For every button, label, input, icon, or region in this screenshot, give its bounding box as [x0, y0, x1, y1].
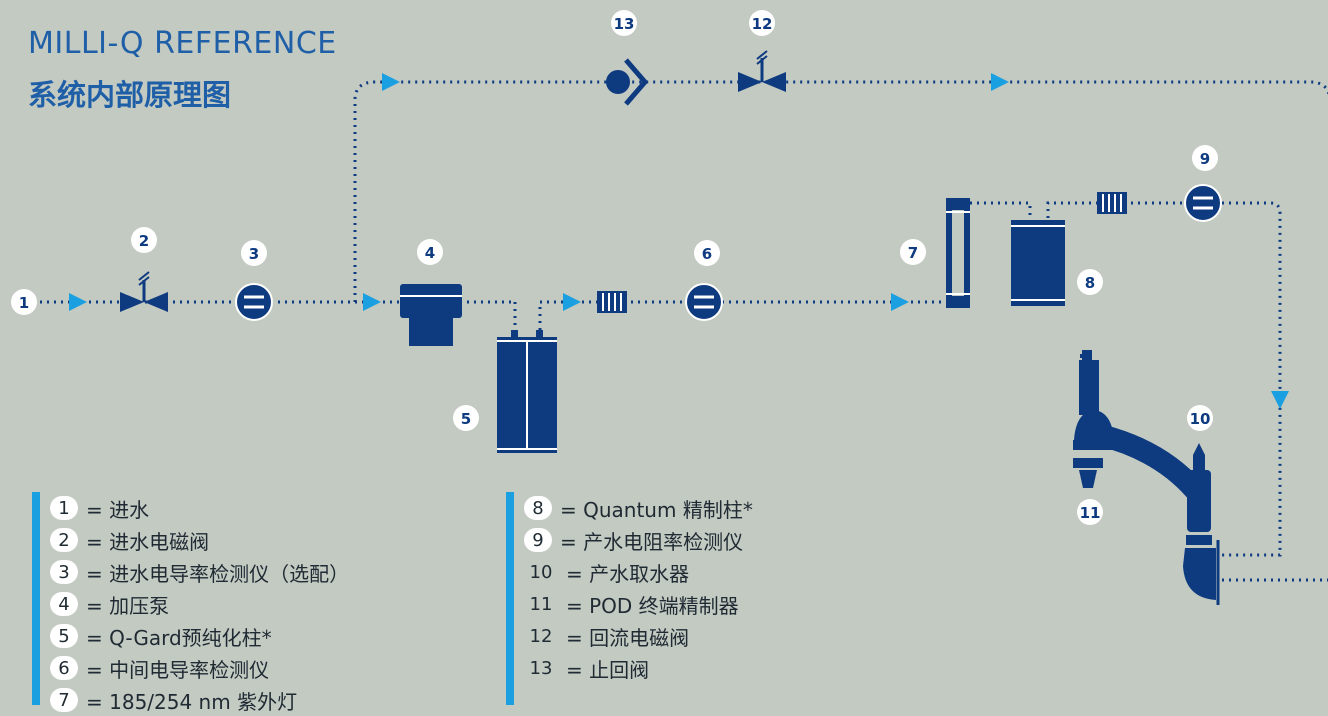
legend-left: 1 = 进水 2 = 进水电磁阀 3 = 进水电导率检测仪（选配） 4 = 加压泵 5 =… — [32, 492, 349, 714]
svg-text:3: 3 — [249, 245, 259, 263]
filter-element — [597, 291, 627, 313]
badge-5: 5 — [453, 405, 479, 431]
uv-lamp — [946, 198, 970, 308]
svg-text:8: 8 — [1085, 274, 1095, 292]
badge-7: 7 — [900, 239, 926, 265]
legend-item: 7 = 185/254 nm 紫外灯 — [50, 684, 349, 716]
legend-number: 11 — [529, 593, 553, 615]
booster-pump — [400, 284, 462, 346]
legend-text: = 产水电阻率检测仪 — [560, 529, 744, 554]
legend-text: = 产水取水器 — [566, 561, 690, 586]
q-gard-cartridge — [497, 330, 557, 453]
legend-number: 6 — [50, 656, 78, 680]
inlet-solenoid-valve — [120, 271, 168, 312]
svg-text:12: 12 — [752, 15, 773, 33]
pod-polisher — [1073, 350, 1115, 488]
legend-number: 9 — [524, 528, 552, 552]
legend-item: 13 = 止回阀 — [524, 652, 753, 684]
quantum-cartridge — [1011, 220, 1065, 306]
intermediate-conductivity-meter — [685, 283, 723, 321]
legend-text: = 中间电导率检测仪 — [86, 657, 270, 682]
legend-item: 5 = Q-Gard预纯化柱* — [50, 620, 349, 652]
badge-10: 10 — [1187, 405, 1213, 431]
legend-item: 9 = 产水电阻率检测仪 — [524, 524, 753, 556]
badge-1: 1 — [11, 289, 37, 315]
svg-text:5: 5 — [461, 410, 471, 428]
svg-text:4: 4 — [425, 244, 435, 262]
badge-2: 2 — [131, 227, 157, 253]
legend-text: = 进水电导率检测仪（选配） — [86, 561, 350, 586]
badge-12: 12 — [749, 10, 775, 36]
legend-item: 6 = 中间电导率检测仪 — [50, 652, 349, 684]
legend-item: 10 = 产水取水器 — [524, 556, 753, 588]
legend-number: 7 — [50, 688, 78, 712]
recirculation-solenoid-valve — [738, 50, 786, 92]
legend-text: = 回流电磁阀 — [566, 625, 690, 650]
legend-text: = 止回阀 — [566, 657, 650, 682]
badge-4: 4 — [417, 239, 443, 265]
legend-number: 3 — [50, 560, 78, 584]
legend-right: 8 = Quantum 精制柱* 9 = 产水电阻率检测仪 10 = 产水取水器 11… — [506, 492, 753, 705]
svg-text:7: 7 — [908, 244, 918, 262]
legend-item: 11 = POD 终端精制器 — [524, 588, 753, 620]
svg-text:10: 10 — [1190, 410, 1211, 428]
filter-element — [1097, 192, 1127, 214]
dispenser — [1097, 424, 1220, 605]
svg-text:2: 2 — [139, 232, 149, 250]
legend-number: 12 — [529, 625, 553, 647]
badge-8: 8 — [1077, 269, 1103, 295]
legend-text: = POD 终端精制器 — [566, 593, 739, 618]
badge-9: 9 — [1192, 145, 1218, 171]
legend-item: 1 = 进水 — [50, 492, 349, 524]
badge-3: 3 — [241, 240, 267, 266]
legend-item: 12 = 回流电磁阀 — [524, 620, 753, 652]
legend-item: 4 = 加压泵 — [50, 588, 349, 620]
legend-text: = 185/254 nm 紫外灯 — [86, 689, 298, 714]
legend-text: = Quantum 精制柱* — [560, 497, 753, 522]
legend-text: = 加压泵 — [86, 593, 170, 618]
legend-number: 13 — [529, 657, 553, 679]
legend-item: 2 = 进水电磁阀 — [50, 524, 349, 556]
svg-text:9: 9 — [1200, 150, 1210, 168]
legend-number: 8 — [524, 496, 552, 520]
svg-text:11: 11 — [1080, 504, 1101, 522]
legend-item: 3 = 进水电导率检测仪（选配） — [50, 556, 349, 588]
legend-text: = Q-Gard预纯化柱* — [86, 625, 272, 650]
legend-item: 8 = Quantum 精制柱* — [524, 492, 753, 524]
legend-number: 10 — [529, 561, 553, 583]
inlet-conductivity-meter — [235, 283, 273, 321]
legend-number: 4 — [50, 592, 78, 616]
product-resistivity-meter — [1184, 184, 1222, 222]
check-valve — [606, 58, 649, 106]
diagram-subtitle: 系统内部原理图 — [28, 78, 232, 112]
diagram-title: MILLI-Q REFERENCE — [28, 26, 337, 61]
legend-text: = 进水电磁阀 — [86, 529, 210, 554]
badge-13: 13 — [611, 10, 637, 36]
svg-text:1: 1 — [19, 294, 29, 312]
pipelines — [40, 80, 1328, 582]
legend-number: 1 — [50, 496, 78, 520]
svg-text:13: 13 — [614, 15, 635, 33]
legend-number: 2 — [50, 528, 78, 552]
badge-11: 11 — [1077, 499, 1103, 525]
legend-number: 5 — [50, 624, 78, 648]
badge-6: 6 — [694, 240, 720, 266]
legend-text: = 进水 — [86, 497, 150, 522]
svg-text:6: 6 — [702, 245, 712, 263]
